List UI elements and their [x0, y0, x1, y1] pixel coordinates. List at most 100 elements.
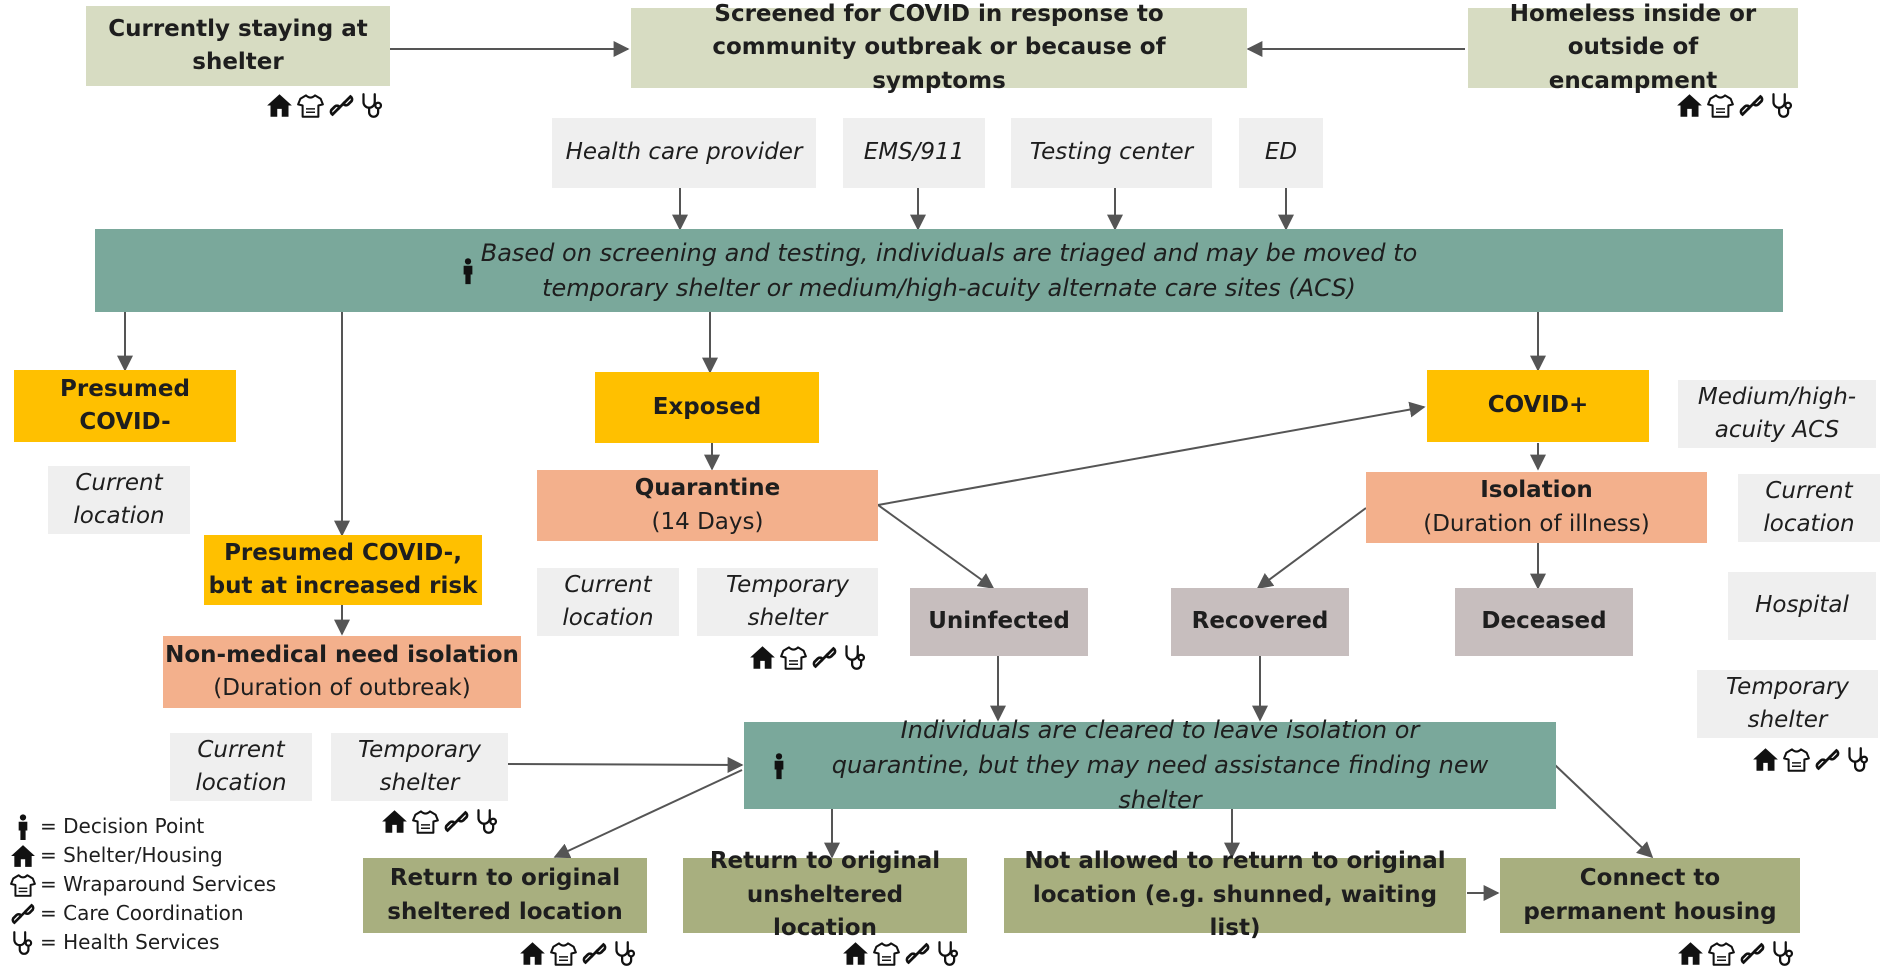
return-sheltered-icons	[519, 940, 639, 967]
shirt-icon	[873, 940, 900, 967]
legend-wraparound: = Wraparound Services	[10, 870, 276, 899]
homeless-label: Homeless inside or outside of encampment	[1509, 0, 1757, 94]
legend-shelter-label: = Shelter/Housing	[40, 843, 223, 867]
link-icon	[904, 940, 931, 967]
return-unsheltered-box: Return to original unsheltered location	[683, 848, 967, 941]
stethoscope-icon	[842, 644, 869, 671]
decision-point-icon	[772, 752, 786, 780]
cleared-label: Individuals are cleared to leave isolati…	[831, 716, 1489, 814]
quarantine-current-location-box: Current location	[537, 568, 679, 636]
quarantine-services-icons	[749, 644, 869, 671]
testing-center-box: Testing center	[1011, 118, 1212, 188]
health-care-provider-box: Health care provider	[552, 118, 816, 188]
quarantine-title: Quarantine	[634, 475, 781, 502]
non-medical-isolation-title: Non-medical need isolation	[165, 641, 519, 668]
cleared-decision-box: Individuals are cleared to leave isolati…	[744, 716, 1556, 814]
shirt-icon	[412, 808, 439, 835]
screened-box: Screened for COVID in response to commun…	[631, 1, 1247, 94]
screened-label: Screened for COVID in response to commun…	[712, 0, 1166, 94]
temporary-shelter-label: Temporary shelter	[725, 571, 850, 631]
link-icon	[443, 808, 470, 835]
link-icon	[1738, 92, 1765, 119]
nonmedical-services-icons	[381, 808, 501, 835]
homeless-box: Homeless inside or outside of encampment	[1468, 1, 1798, 94]
legend-health-label: = Health Services	[40, 930, 220, 954]
permanent-housing-icons	[1677, 940, 1797, 967]
stethoscope-icon	[359, 92, 386, 119]
isolation-duration: (Duration of illness)	[1423, 510, 1650, 537]
decision-point-icon	[18, 813, 28, 840]
acs-label: Medium/high-acuity ACS	[1697, 383, 1857, 443]
shirt-icon	[1708, 940, 1735, 967]
house-icon	[266, 92, 293, 119]
shirt-icon	[780, 644, 807, 671]
hospital-label: Hospital	[1755, 592, 1849, 619]
link-icon	[10, 901, 36, 927]
legend-care-coordination: = Care Coordination	[10, 899, 276, 928]
shelter-services-icons	[266, 92, 386, 119]
hospital-box: Hospital	[1728, 572, 1876, 640]
not-allowed-label: Not allowed to return to original locati…	[1024, 848, 1446, 942]
isolation-services-icons	[1752, 746, 1872, 773]
legend-coordination-label: = Care Coordination	[40, 901, 244, 925]
link-icon	[581, 940, 608, 967]
current-location-label: Current location	[195, 736, 287, 796]
covid-positive-box: COVID+	[1427, 370, 1649, 442]
currently-at-shelter-box: Currently staying at shelter	[86, 6, 390, 86]
link-icon	[1814, 746, 1841, 773]
shirt-icon	[10, 872, 36, 898]
legend-decision-label: = Decision Point	[40, 814, 205, 838]
acs-location-box: Medium/high-acuity ACS	[1678, 380, 1876, 448]
current-location-label: Current location	[73, 469, 165, 529]
quarantine-temporary-shelter-box: Temporary shelter	[697, 568, 878, 636]
stethoscope-icon	[1845, 746, 1872, 773]
legend-decision-point: = Decision Point	[10, 812, 276, 841]
link-icon	[328, 92, 355, 119]
link-icon	[811, 644, 838, 671]
quarantine-duration: (14 Days)	[651, 508, 764, 535]
not-allowed-to-return-box: Not allowed to return to original locati…	[1004, 848, 1466, 941]
return-unsheltered-icons	[842, 940, 962, 967]
nonmedical-temporary-shelter-box: Temporary shelter	[331, 733, 508, 801]
presumed-at-risk-label: Presumed COVID-, but at increased risk	[208, 539, 478, 599]
temporary-shelter-label: Temporary shelter	[357, 736, 482, 796]
ems-911-label: EMS/911	[863, 139, 965, 166]
shirt-icon	[550, 940, 577, 967]
current-location-label: Current location	[562, 571, 654, 631]
return-sheltered-box: Return to original sheltered location	[363, 858, 647, 933]
legend-wraparound-label: = Wraparound Services	[40, 872, 277, 896]
nonmedical-current-location-box: Current location	[170, 733, 312, 801]
temporary-shelter-label: Temporary shelter	[1725, 673, 1850, 733]
stethoscope-icon	[1770, 940, 1797, 967]
isolation-title: Isolation	[1480, 477, 1593, 504]
presumed-covid-negative-box: Presumed COVID-	[14, 370, 236, 442]
house-icon	[519, 940, 546, 967]
testing-center-label: Testing center	[1029, 139, 1194, 166]
exposed-box: Exposed	[595, 372, 819, 443]
quarantine-box: Quarantine (14 Days)	[537, 470, 878, 541]
presumed-neg-current-location-box: Current location	[48, 466, 190, 534]
house-icon	[10, 843, 36, 869]
uninfected-label: Uninfected	[928, 608, 1070, 635]
ems-911-box: EMS/911	[843, 118, 985, 188]
shirt-icon	[297, 92, 324, 119]
currently-at-shelter-label: Currently staying at shelter	[108, 15, 368, 75]
shirt-icon	[1707, 92, 1734, 119]
decision-point-icon	[461, 257, 475, 285]
non-medical-isolation-box: Non-medical need isolation (Duration of …	[163, 636, 521, 708]
recovered-box: Recovered	[1171, 588, 1349, 656]
house-icon	[1752, 746, 1779, 773]
house-icon	[749, 644, 776, 671]
uninfected-box: Uninfected	[910, 588, 1088, 656]
legend: = Decision Point = Shelter/Housing = Wra…	[10, 812, 276, 957]
presumed-covid-negative-label: Presumed COVID-	[60, 375, 190, 435]
stethoscope-icon	[474, 808, 501, 835]
return-sheltered-label: Return to original sheltered location	[387, 865, 623, 925]
triage-label: Based on screening and testing, individu…	[480, 238, 1418, 302]
legend-health-services: = Health Services	[10, 928, 276, 957]
stethoscope-icon	[10, 930, 36, 956]
link-icon	[1739, 940, 1766, 967]
deceased-box: Deceased	[1455, 588, 1633, 656]
legend-shelter: = Shelter/Housing	[10, 841, 276, 870]
